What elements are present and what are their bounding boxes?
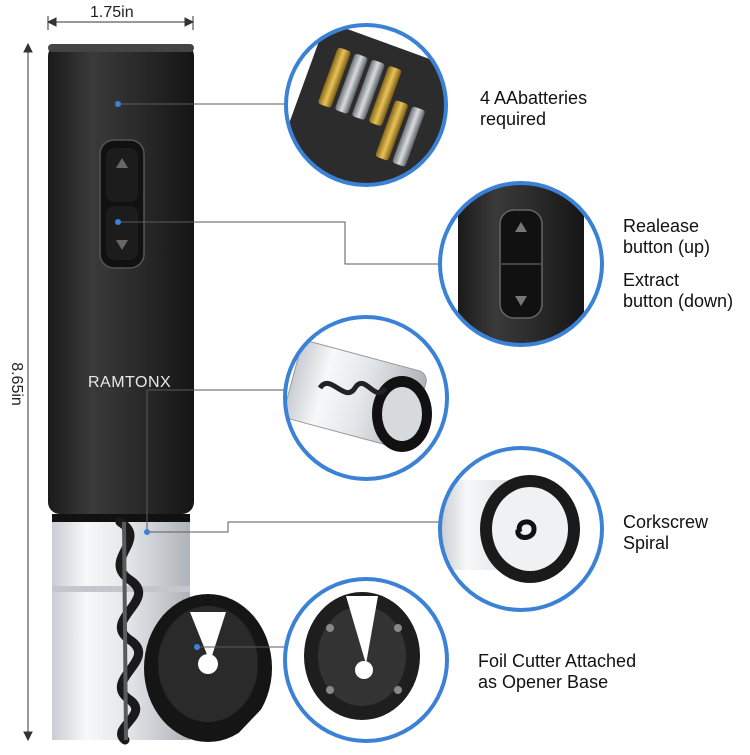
release-label-line2: button (up) — [623, 237, 711, 257]
release-label-line1: Realease — [623, 216, 700, 236]
batteries-label-line2: required — [480, 109, 547, 129]
extract-label: Extract button (down) — [623, 270, 733, 312]
corkscrew-label-line2: Spiral — [623, 533, 670, 553]
corkscrew-label-line1: Corkscrew — [623, 512, 709, 532]
extract-label-line1: Extract — [623, 270, 680, 290]
batteries-label-line1: 4 AAbatteries — [480, 88, 588, 108]
leader-lines — [118, 103, 440, 648]
foil-cutter-label: Foil Cutter Attached as Opener Base — [478, 651, 636, 693]
callout-foil-cutter-image — [283, 577, 449, 743]
foil-cutter-disc — [144, 594, 272, 742]
release-label: Realease button (up) — [623, 216, 710, 258]
leader-dots — [115, 101, 200, 650]
extract-label-line2: button (down) — [623, 291, 734, 311]
callout-chamber-image — [283, 315, 449, 481]
foil-cutter-label-line1: Foil Cutter Attached — [478, 651, 637, 671]
callout-corkscrew-image — [438, 446, 604, 612]
brand-logo-text: RAMTONX — [88, 374, 172, 391]
height-label: 8.65in — [7, 362, 25, 406]
callout-batteries-image — [284, 23, 448, 187]
corkscrew-label: Corkscrew Spiral — [623, 512, 708, 554]
foil-cutter-label-line2: as Opener Base — [478, 672, 609, 692]
callout-buttons-image — [438, 181, 604, 347]
width-label: 1.75in — [90, 4, 134, 21]
batteries-label: 4 AAbatteries required — [480, 88, 587, 130]
height-dimension — [23, 42, 33, 742]
width-dimension — [46, 16, 195, 30]
